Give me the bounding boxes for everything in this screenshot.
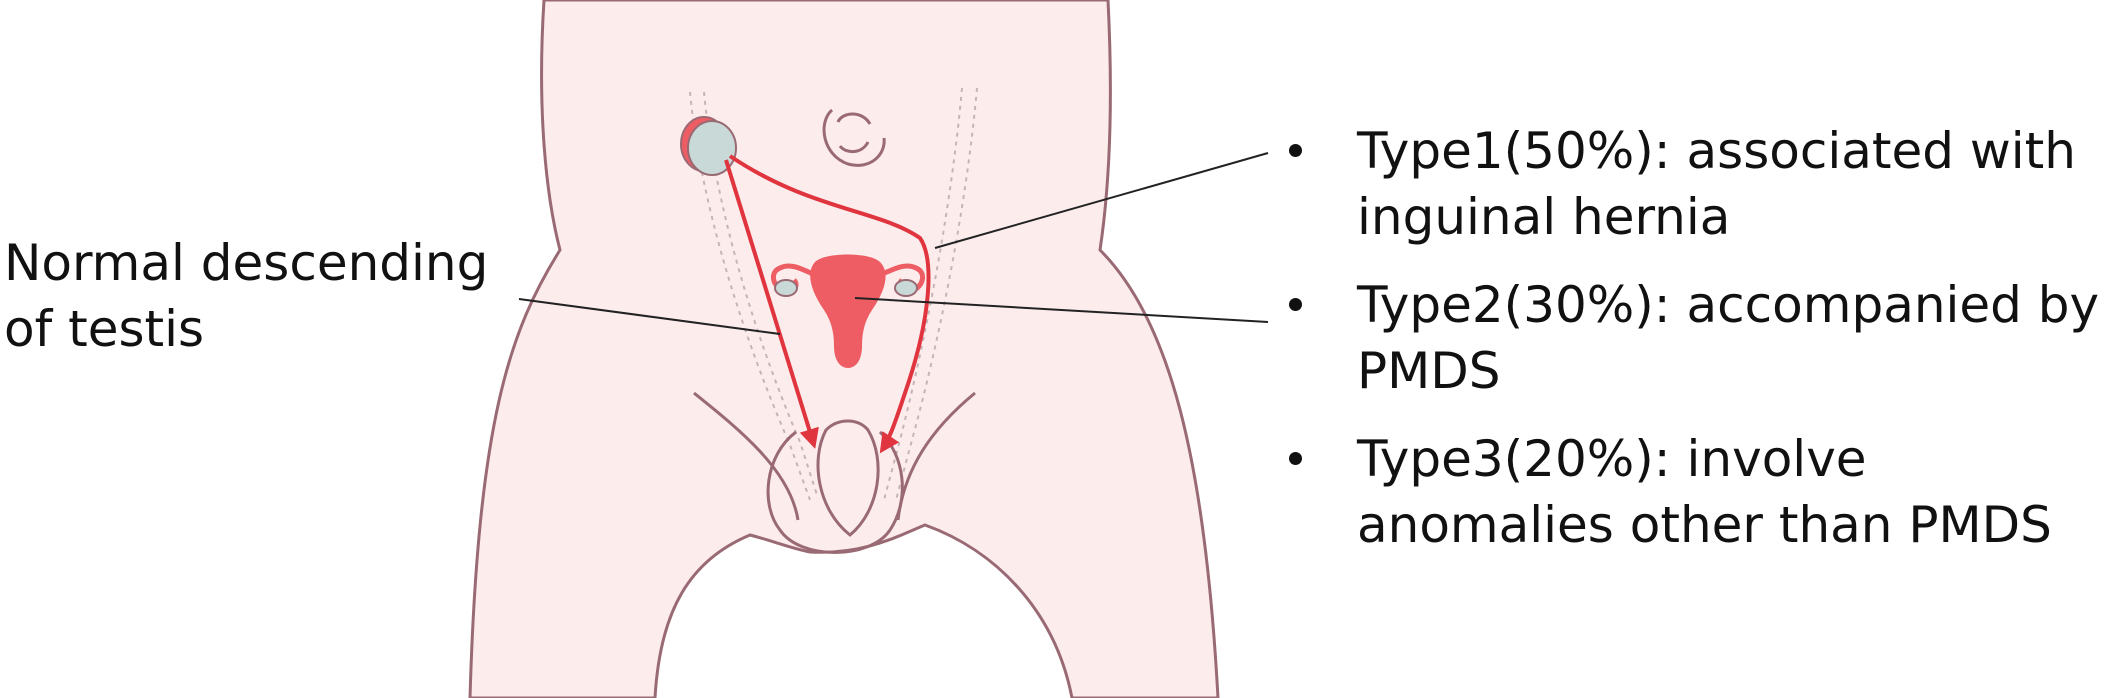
uterus-with-adnexa (771, 254, 925, 368)
left-ovary (774, 279, 798, 297)
uterus (810, 254, 886, 368)
bullet-dot-icon (1289, 144, 1302, 157)
scrotum (766, 430, 904, 554)
leader-line-type1 (934, 152, 1269, 249)
testis (687, 120, 737, 176)
left-inguinal-canal (883, 87, 963, 501)
descent-arrows (724, 154, 931, 454)
transverse-descent-arrow (728, 154, 931, 454)
type2-text: Type2(30%): accompanied by PMDS (1357, 276, 2100, 400)
leader-lines (518, 152, 1269, 335)
undescended-testis (680, 116, 737, 176)
navel-icon (822, 108, 886, 167)
right-ovary (894, 279, 918, 297)
bullet-dot-icon (1289, 452, 1302, 465)
left-thigh-crease (693, 391, 800, 521)
genital-outline (693, 391, 976, 554)
leader-line-normal-descent (518, 298, 781, 335)
type3-text: Type3(20%): involve anomalies other than… (1357, 430, 2052, 554)
type1-text: Type1(50%): associated with inguinal her… (1357, 122, 2076, 246)
type2-item: Type2(30%): accompanied by PMDS (1283, 272, 2123, 404)
normal-descent-label: Normal descending of testis (4, 234, 489, 358)
bullet-dot-icon (1289, 298, 1302, 311)
type-list: Type1(50%): associated with inguinal her… (1283, 118, 2123, 580)
normal-descent-arrow (724, 159, 819, 449)
leader-line-type2 (854, 297, 1269, 323)
type3-item: Type3(20%): involve anomalies other than… (1283, 426, 2123, 558)
left-inguinal-canal-inner (895, 87, 978, 501)
type1-item: Type1(50%): associated with inguinal her… (1283, 118, 2123, 250)
phallus (816, 419, 880, 537)
